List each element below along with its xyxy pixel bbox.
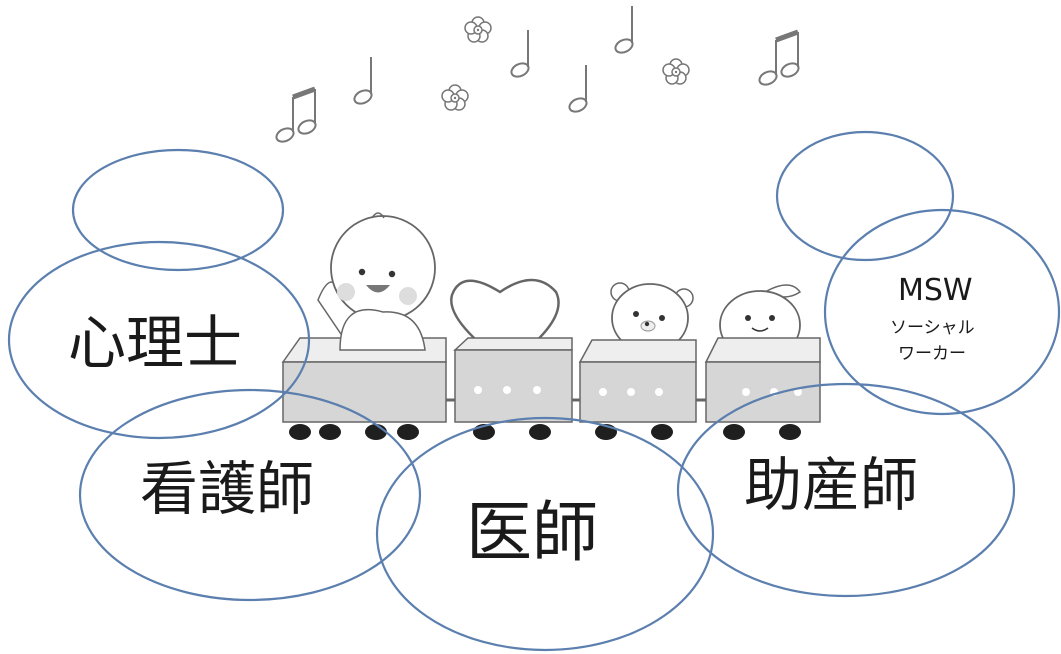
music-note-icon bbox=[566, 64, 590, 116]
toy-train bbox=[281, 212, 821, 440]
label-msw-sub1: ソーシャル bbox=[890, 318, 975, 338]
train-car-heart bbox=[450, 278, 573, 440]
label-msw-sub2: ワーカー bbox=[898, 344, 966, 364]
label-msw: MSW bbox=[898, 273, 973, 308]
label-nurse: 看護師 bbox=[140, 455, 315, 523]
bubble-midwife bbox=[676, 382, 1016, 598]
music-notes-decoration bbox=[274, 5, 800, 144]
train-car-fruit bbox=[704, 284, 821, 440]
label-midwife: 助産師 bbox=[744, 451, 919, 519]
flower-icon bbox=[662, 58, 690, 85]
label-psychologist: 心理士 bbox=[68, 309, 243, 377]
bubble-psychologist bbox=[7, 240, 311, 440]
bubble-doctor bbox=[375, 416, 715, 652]
empty-bubble-right bbox=[775, 130, 955, 262]
bubble-msw bbox=[823, 208, 1061, 416]
label-doctor: 医師 bbox=[466, 494, 598, 571]
empty-bubble-left bbox=[71, 148, 285, 272]
music-note-icon bbox=[612, 5, 636, 57]
music-note-icon bbox=[757, 32, 800, 87]
flower-icon bbox=[441, 84, 469, 111]
bubble-nurse bbox=[78, 388, 422, 602]
music-note-icon bbox=[351, 56, 375, 108]
bear-icon bbox=[610, 282, 694, 353]
flower-icon bbox=[464, 16, 492, 43]
train-car-bear bbox=[578, 282, 697, 440]
music-note-icon bbox=[508, 29, 532, 81]
music-note-icon bbox=[274, 89, 317, 144]
baby-icon bbox=[317, 212, 436, 351]
